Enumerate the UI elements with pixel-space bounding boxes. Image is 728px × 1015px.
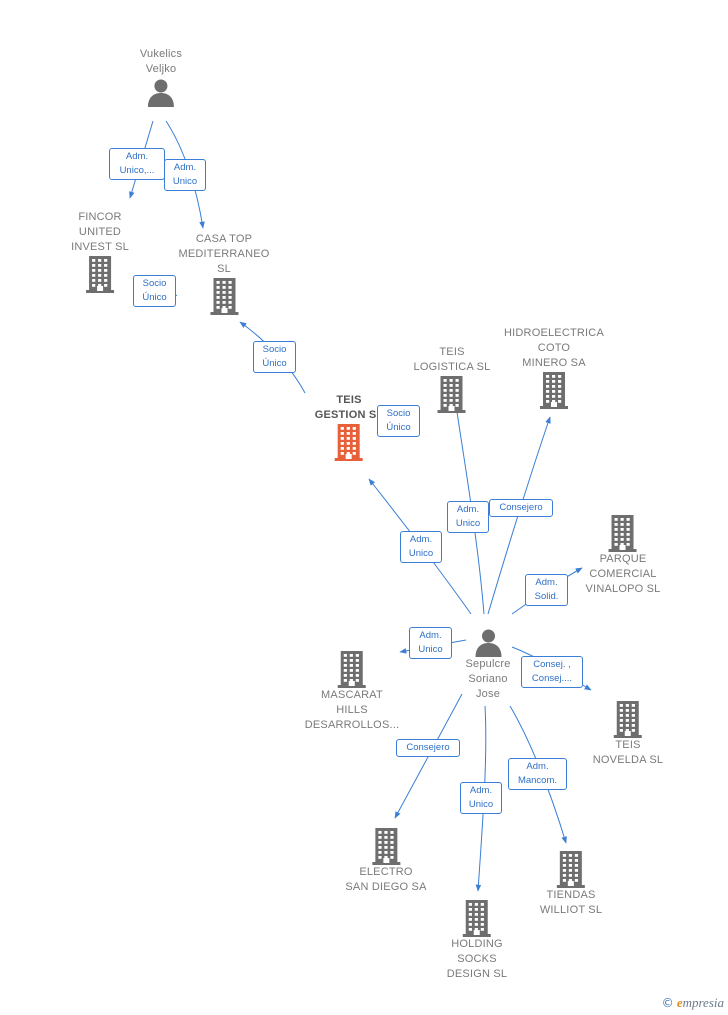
- edge-label-role[interactable]: Consej. , Consej....: [521, 656, 583, 688]
- company-name: TEIS NOVELDA SL: [592, 739, 664, 766]
- building-icon: [539, 372, 568, 409]
- company-name: HOLDING SOCKS DESIGN SL: [446, 938, 508, 980]
- edge-label-role[interactable]: Adm. Unico: [460, 782, 502, 814]
- company-name: FINCOR UNITED INVEST SL: [71, 211, 129, 253]
- edge-label-role[interactable]: Adm. Unico,...: [109, 148, 165, 180]
- edge-label-role[interactable]: Adm. Unico: [400, 531, 442, 563]
- company-name: TEIS GESTION SL: [314, 394, 383, 421]
- building-icon: [210, 278, 238, 315]
- edge-label-role[interactable]: Consejero: [396, 739, 460, 757]
- building-icon: [86, 256, 114, 293]
- company-name: CASA TOP MEDITERRANEO SL: [178, 233, 270, 275]
- company-node-parque-comercial[interactable]: PARQUE COMERCIAL VINALOPO SL: [586, 514, 661, 597]
- company-name: ELECTRO SAN DIEGO SA: [345, 866, 427, 893]
- edge-label-role[interactable]: Adm. Unico: [164, 159, 206, 191]
- edge-label-role[interactable]: Adm. Unico: [409, 627, 452, 659]
- brand-logo: © empresia: [662, 995, 724, 1011]
- company-node-electro-san-diego[interactable]: ELECTRO SAN DIEGO SA: [345, 827, 426, 895]
- person-node-vukelics[interactable]: Vukelics Veljko: [140, 47, 182, 107]
- person-icon: [148, 79, 174, 107]
- person-name: Vukelics Veljko: [139, 48, 183, 75]
- company-node-holding-socks[interactable]: HOLDING SOCKS DESIGN SL: [447, 899, 508, 982]
- brand-initial: e: [676, 995, 683, 1010]
- company-node-casa-top[interactable]: CASA TOP MEDITERRANEO SL: [178, 232, 269, 315]
- building-icon: [613, 701, 642, 738]
- building-icon: [437, 376, 466, 413]
- edge-label-role[interactable]: Adm. Solid.: [525, 574, 568, 606]
- company-name: TIENDAS WILLIOT SL: [539, 889, 603, 916]
- company-node-teis-logistica[interactable]: TEIS LOGISTICA SL: [414, 345, 491, 413]
- edge-label-role[interactable]: Socio Único: [253, 341, 296, 373]
- edge-label-role[interactable]: Adm. Unico: [447, 501, 489, 533]
- person-node-sepulcre[interactable]: Sepulcre Soriano Jose: [465, 627, 510, 702]
- building-icon: [463, 900, 491, 937]
- company-name: PARQUE COMERCIAL VINALOPO SL: [585, 553, 661, 595]
- person-name: Sepulcre Soriano Jose: [465, 658, 511, 700]
- company-name: MASCARAT HILLS DESARROLLOS...: [304, 689, 400, 731]
- company-name: HIDROELECTRICA COTO MINERO SA: [504, 327, 604, 369]
- company-node-mascarat[interactable]: MASCARAT HILLS DESARROLLOS...: [305, 650, 400, 733]
- company-name: TEIS LOGISTICA SL: [413, 346, 491, 373]
- building-icon: [371, 828, 400, 865]
- copyright-icon: ©: [661, 996, 674, 1010]
- company-node-hidroelectrica[interactable]: HIDROELECTRICA COTO MINERO SA: [504, 326, 604, 409]
- company-node-teis-novelda[interactable]: TEIS NOVELDA SL: [593, 700, 663, 768]
- edge-label-role[interactable]: Consejero: [489, 499, 553, 517]
- building-icon: [335, 424, 363, 461]
- company-node-tiendas-williot[interactable]: TIENDAS WILLIOT SL: [540, 850, 602, 918]
- edge-label-role[interactable]: Socio Único: [377, 405, 420, 437]
- company-node-teis-gestion[interactable]: TEIS GESTION SL: [315, 393, 384, 461]
- building-icon: [556, 851, 585, 888]
- building-icon: [338, 651, 366, 688]
- brand-name: mpresia: [682, 995, 724, 1010]
- building-icon: [608, 515, 637, 552]
- edge-label-role[interactable]: Adm. Mancom.: [508, 758, 567, 790]
- edge-line: [452, 391, 485, 615]
- person-icon: [474, 629, 501, 657]
- edge-label-role[interactable]: Socio Único: [133, 275, 176, 307]
- company-node-fincor[interactable]: FINCOR UNITED INVEST SL: [71, 210, 129, 293]
